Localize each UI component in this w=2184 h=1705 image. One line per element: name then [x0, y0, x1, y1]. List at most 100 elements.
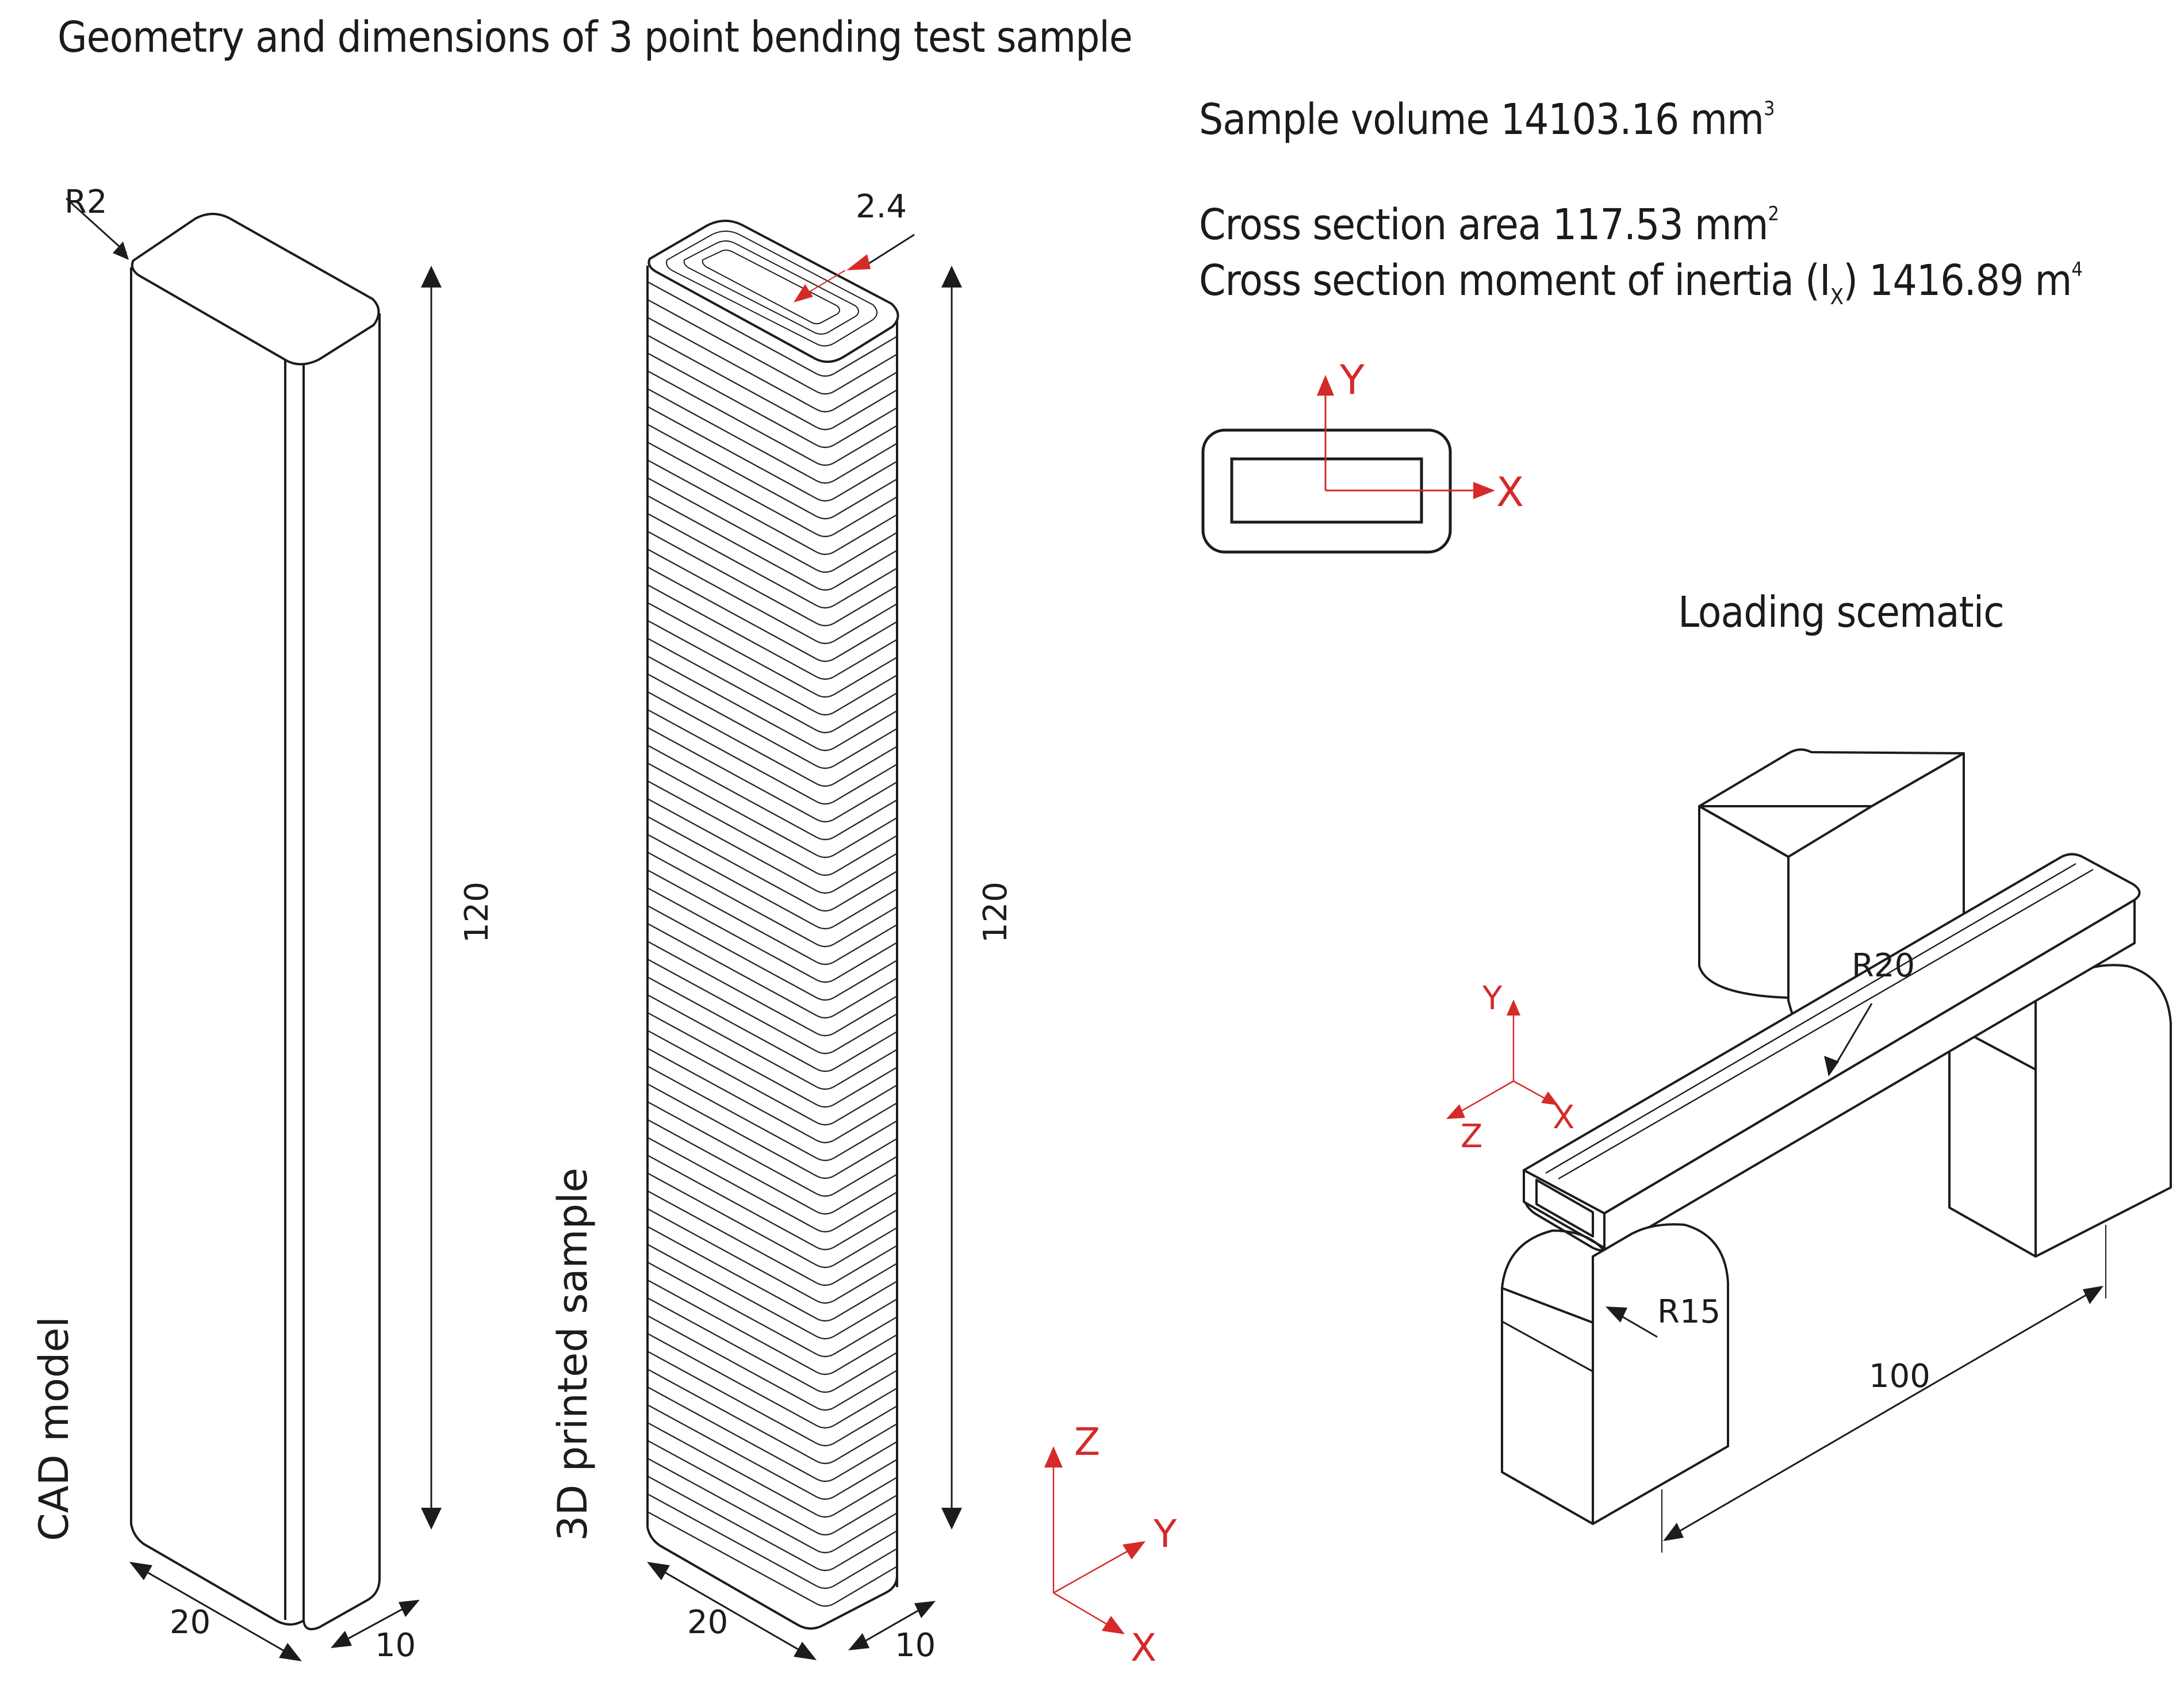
section-y-arrowhead [1317, 375, 1334, 396]
z-axis-arrowhead [1044, 1446, 1063, 1468]
print-layer-line [647, 958, 898, 1055]
print-layer-line [647, 1422, 898, 1518]
print-layer-line [647, 798, 898, 894]
schematic-dimensions: R20 R15 100 [1606, 947, 2106, 1553]
print-layer-line [647, 1047, 898, 1144]
r20-arrowhead [1824, 1056, 1839, 1076]
print-layer-line [647, 655, 898, 752]
print-layer-line [647, 1172, 898, 1269]
cad-width-label: 20 [170, 1604, 210, 1641]
print-layer-line [647, 1261, 898, 1358]
print-layer-line [647, 976, 898, 1072]
print-layer-line [647, 1083, 898, 1179]
print-layer-line [647, 762, 898, 859]
printed-top-inner-1 [666, 231, 878, 347]
span-arrow-right [2083, 1286, 2103, 1304]
sch-z-arrowhead [1446, 1104, 1465, 1119]
cad-r2-arrowhead [113, 242, 129, 260]
printed-height-label: 120 [977, 882, 1014, 943]
moment-of-inertia-exponent: 4 [2071, 258, 2082, 281]
print-layer-line [647, 548, 898, 645]
cad-width-arrow-left [129, 1562, 152, 1580]
print-layer-line [647, 1315, 898, 1411]
sch-x-label: X [1553, 1099, 1574, 1136]
printed-width-arrow-right [794, 1642, 817, 1660]
support-radius-label: R15 [1657, 1293, 1721, 1331]
punch-left-face [1698, 805, 1790, 999]
print-layer-line [647, 905, 898, 1001]
cad-dimensions: R2 120 20 10 CAD model [30, 183, 496, 1664]
printed-depth-arrow-left [848, 1633, 869, 1650]
print-layer-line [647, 940, 898, 1037]
cad-depth-arrow-left [331, 1631, 352, 1648]
sample-volume-text: Sample volume 14103.16 mm [1199, 95, 1764, 144]
print-layer-line [647, 1368, 898, 1465]
section-y-label: Y [1339, 357, 1365, 404]
moment-of-inertia-subscript: X [1830, 283, 1844, 309]
wall-arrowhead-outer [846, 254, 871, 270]
print-layer-line [647, 1279, 898, 1376]
print-layer-line [647, 370, 898, 466]
print-layer-line [647, 922, 898, 1019]
print-layer-line [647, 887, 898, 983]
print-layer-line [647, 566, 898, 662]
y-axis-label: Y [1153, 1512, 1177, 1556]
cad-height-label: 120 [458, 882, 496, 943]
punch-top [1698, 748, 1965, 807]
print-layer-line [647, 708, 898, 805]
printed-depth-arrow-right [914, 1601, 936, 1618]
print-layer-line [647, 1511, 898, 1607]
print-layer-line [647, 994, 898, 1090]
cross-section-area-exponent: 2 [1768, 202, 1779, 225]
y-axis-arrowhead [1122, 1541, 1145, 1560]
print-layer-line [647, 316, 898, 413]
cad-height-arrow-bottom [421, 1508, 442, 1530]
cad-front-face [130, 267, 305, 1626]
print-layer-line [647, 423, 898, 520]
cad-height-arrow-top [421, 266, 442, 288]
print-layer-line [647, 405, 898, 502]
print-layer-line [647, 1332, 898, 1429]
print-layer-line [647, 691, 898, 787]
cross-section-area: Cross section area 117.53 mm2 [1199, 200, 1779, 250]
print-layer-line [647, 1439, 898, 1536]
print-layer-line [647, 530, 898, 627]
printed-depth-label: 10 [895, 1627, 936, 1664]
sample-volume-exponent: 3 [1764, 97, 1775, 120]
print-layer-line [647, 459, 898, 555]
print-layer-line [647, 673, 898, 769]
printed-width-label: 20 [687, 1604, 728, 1641]
moment-of-inertia-value: ) 1416.89 m [1843, 256, 2072, 305]
printed-top-inner-2 [683, 240, 859, 335]
print-layer-line [647, 780, 898, 876]
sch-y-label: Y [1482, 980, 1503, 1017]
sch-z-label: Z [1461, 1118, 1482, 1155]
left-support [1501, 1223, 1729, 1525]
x-axis-label: X [1131, 1626, 1156, 1670]
print-layer-line [647, 1011, 898, 1108]
figure-title: Geometry and dimensions of 3 point bendi… [58, 13, 1133, 62]
printed-top-face [647, 220, 899, 363]
x-axis-arrowhead [1102, 1616, 1125, 1634]
section-x-arrowhead [1473, 482, 1495, 499]
print-layer-line [647, 1475, 898, 1572]
printed-height-arrow-top [941, 266, 962, 288]
cross-section-icon: Y X [1201, 357, 1524, 554]
printed-sample-drawing [646, 220, 899, 1630]
print-layer-line [647, 1190, 898, 1286]
print-layer-line [647, 441, 898, 538]
printed-width-arrow-left [647, 1562, 670, 1580]
print-layer-line [647, 1457, 898, 1554]
print-layer-line [647, 726, 898, 823]
cad-width-arrow-right [279, 1643, 302, 1661]
span-label: 100 [1869, 1358, 1930, 1395]
printed-wall-label: 2.4 [856, 188, 907, 225]
printed-height-arrow-bottom [941, 1508, 962, 1530]
print-layer-line [647, 281, 898, 377]
wall-arrowhead-inner [794, 284, 813, 302]
print-axis-triad: Z Y X [1044, 1420, 1177, 1670]
section-x-label: X [1496, 469, 1524, 516]
print-layer-line [647, 1297, 898, 1393]
print-layer-line [647, 601, 898, 698]
print-layer-line [647, 1404, 898, 1500]
